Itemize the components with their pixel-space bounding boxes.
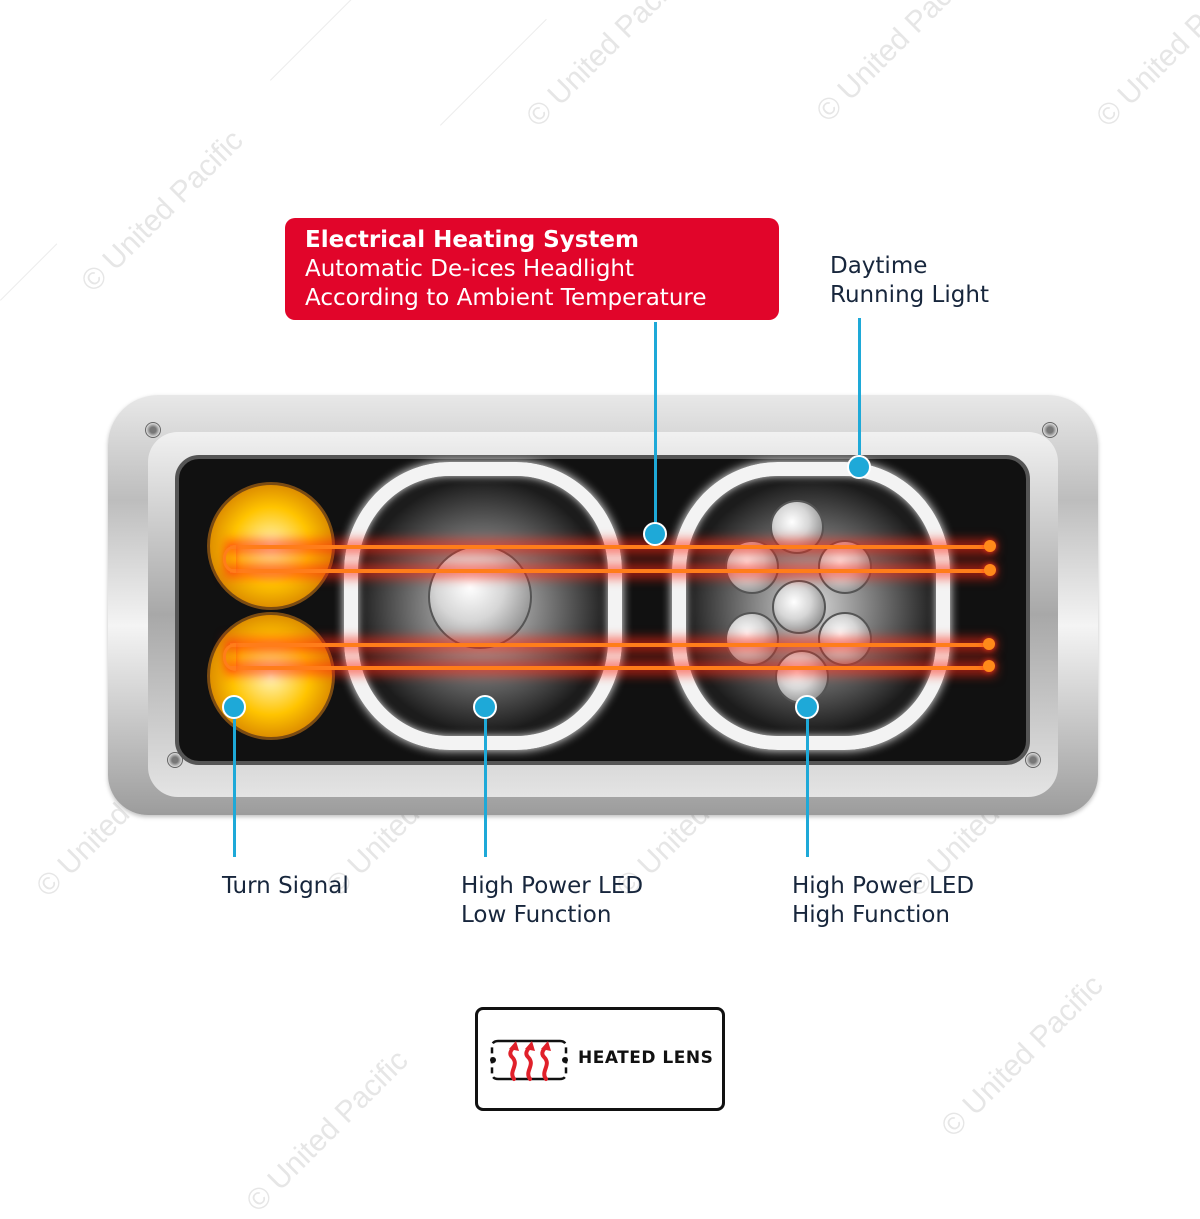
high-beam-led-lens <box>725 612 779 666</box>
watermark-text: © United Pacific <box>935 968 1110 1144</box>
drl-label-line1: Daytime <box>830 253 928 279</box>
watermark-text: © United Pacific <box>240 1043 415 1219</box>
screw-icon <box>1042 422 1058 438</box>
heating-callout-line1: Automatic De-ices Headlight <box>305 256 635 282</box>
heated-lens-label: HEATED LENS <box>578 1048 714 1068</box>
heating-leader-line <box>654 322 657 527</box>
heating-callout-title: Electrical Heating System <box>305 227 639 253</box>
high-beam-led-lens <box>772 580 826 634</box>
high-function-leader-line <box>806 705 809 857</box>
heating-terminal-icon <box>984 564 996 576</box>
heating-wire <box>230 569 990 573</box>
turn-signal-leader-line <box>233 705 236 857</box>
low-function-marker-dot <box>473 695 497 719</box>
low-function-label-line1: High Power LED <box>461 873 644 899</box>
heating-system-callout: Electrical Heating System Automatic De-i… <box>285 218 779 320</box>
heating-wire <box>230 643 990 647</box>
high-function-label-line1: High Power LED <box>792 873 975 899</box>
heated-lens-icon <box>490 1039 568 1081</box>
heating-wire-loop <box>223 545 236 573</box>
high-function-label-line2: High Function <box>792 902 951 928</box>
turn-signal-label-line1: Turn Signal <box>222 873 349 899</box>
high-function-label: High Power LED High Function <box>792 872 974 930</box>
high-beam-led-lens <box>725 540 779 594</box>
low-beam-projector-lens <box>428 545 532 649</box>
heating-wire <box>230 666 990 670</box>
heating-terminal-icon <box>983 660 995 672</box>
heated-lens-badge: HEATED LENS <box>475 1007 725 1111</box>
heating-wire-loop <box>223 643 236 671</box>
heating-terminal-icon <box>984 540 996 552</box>
turn-signal-lamp-lower <box>207 612 335 740</box>
low-function-leader-line <box>484 705 487 857</box>
low-function-label: High Power LED Low Function <box>461 872 643 930</box>
turn-signal-marker-dot <box>222 695 246 719</box>
watermark-text: © United Pacific <box>75 123 250 299</box>
heating-wire <box>230 545 990 549</box>
high-beam-led-lens <box>818 612 872 666</box>
watermark-text: © United Pacific <box>810 0 985 129</box>
drl-label: Daytime Running Light <box>830 252 989 310</box>
turn-signal-label: Turn Signal <box>222 872 349 901</box>
drl-marker-dot <box>847 455 871 479</box>
drl-leader-line <box>858 318 861 468</box>
drl-label-line2: Running Light <box>830 282 989 308</box>
screw-icon <box>167 752 183 768</box>
heating-callout-line2: According to Ambient Temperature <box>305 285 707 311</box>
screw-icon <box>145 422 161 438</box>
high-function-marker-dot <box>795 695 819 719</box>
watermark-divider <box>270 0 377 81</box>
heating-terminal-icon <box>983 638 995 650</box>
watermark-text: © United Pacific <box>1090 0 1200 134</box>
heating-marker-dot <box>643 522 667 546</box>
high-beam-led-lens <box>818 540 872 594</box>
screw-icon <box>1025 752 1041 768</box>
low-function-label-line2: Low Function <box>461 902 612 928</box>
watermark-divider <box>0 243 58 301</box>
